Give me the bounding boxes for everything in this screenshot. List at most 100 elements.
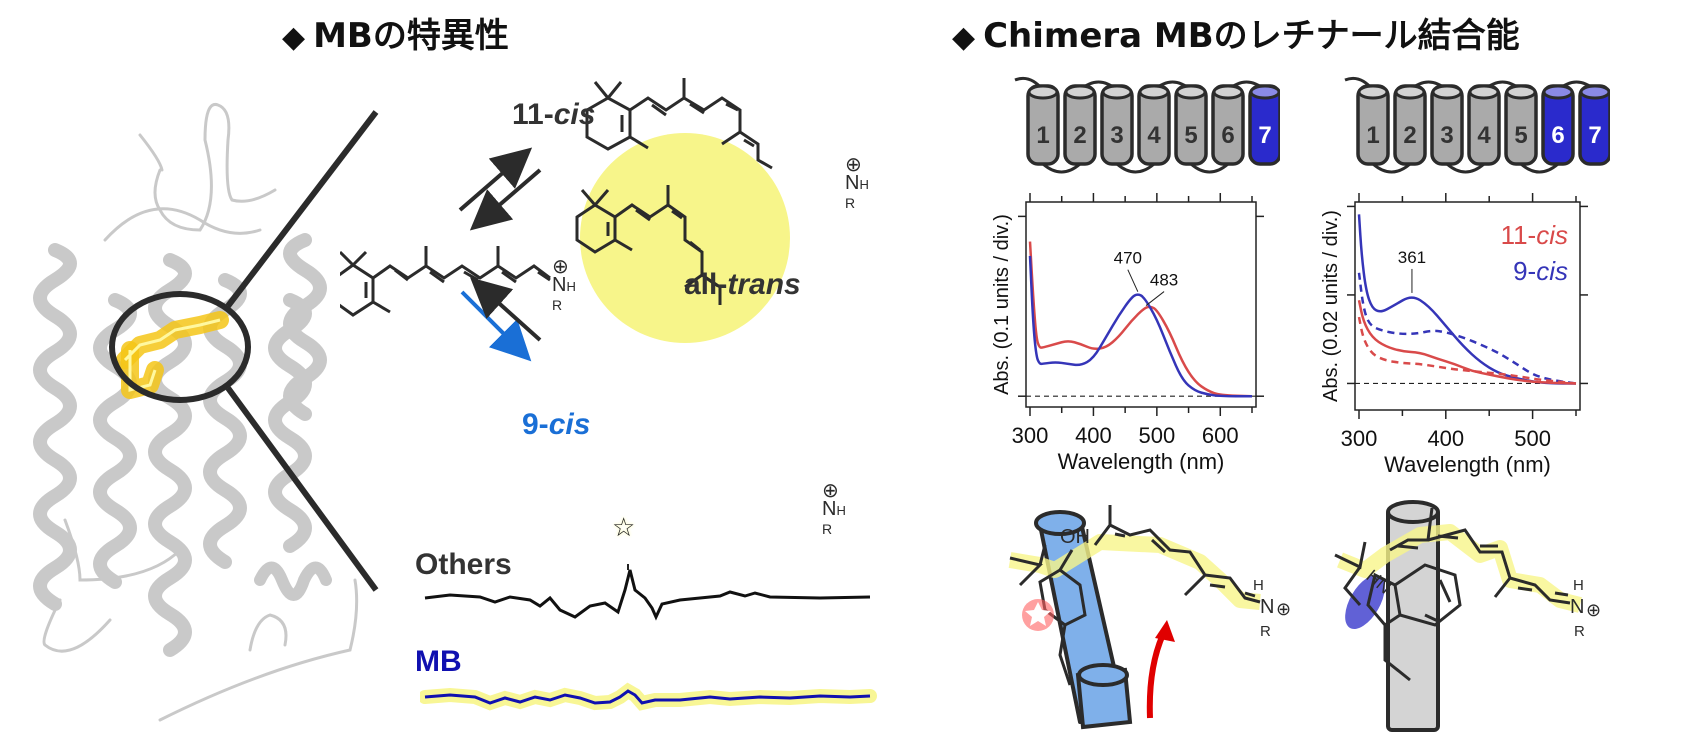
hydrogen-label: H [1573, 577, 1584, 594]
helix-7: 7 [1578, 84, 1610, 166]
arrow-11cis-to-alltrans [469, 168, 542, 231]
connector-line-bottom [225, 386, 379, 592]
positive-charge-icon: ⊕ [822, 480, 839, 502]
helix-number-label: 2 [1403, 122, 1416, 149]
helix-5: 5 [1504, 84, 1538, 166]
9-cis-structure [575, 185, 722, 305]
series-line-11-cis-solid [1357, 299, 1577, 385]
clash-star-icon [1025, 602, 1051, 626]
plot-frame [1025, 201, 1257, 408]
rotation-arrow-head-icon [1155, 620, 1175, 642]
helix-number-label: 1 [1366, 122, 1379, 149]
annotation-label: 470 [1114, 249, 1142, 268]
helix-loop-path [1014, 76, 1266, 174]
arrow-alltrans-to-11cis [458, 147, 533, 212]
r-group-label: R [822, 521, 833, 537]
diamond-bullet-icon: ◆ [282, 20, 306, 55]
r-group-label: R [845, 195, 856, 211]
annotation-leader [1145, 291, 1165, 306]
hydrogen-label: H [1253, 577, 1264, 594]
x-axis-label: Wavelength (nm) [1384, 452, 1551, 477]
binding-site-tryptophan: HN H N ⊕ R [1334, 500, 1601, 732]
label-9-cis: 9-cis [522, 408, 591, 441]
x-tick-label: 500 [1514, 426, 1551, 451]
r-group-label: R [552, 297, 563, 313]
x-tick-label: 300 [1341, 426, 1378, 451]
helix-number-label: 6 [1551, 122, 1564, 149]
diamond-bullet-icon: ◆ [952, 20, 976, 55]
helix-6: 6 [1541, 84, 1575, 166]
helix-number-label: 4 [1477, 122, 1491, 149]
binding-site-tyrosine: OH H N ⊕ R [1008, 505, 1291, 730]
x-tick-label: 500 [1138, 423, 1175, 448]
retinal-glow [1337, 524, 1582, 613]
nitrogen-label: N [822, 498, 837, 520]
rotation-arrow [1146, 628, 1168, 719]
positive-charge-icon: ⊕ [552, 256, 569, 278]
helix-number-label: 6 [1221, 122, 1234, 149]
schiff-base-9cis: ⊕ NH R [822, 480, 846, 538]
tryptophan-residue [1366, 563, 1462, 682]
helix-number-label: 3 [1440, 122, 1453, 149]
nitrogen-label: N [552, 274, 567, 296]
x-tick-label: 300 [1012, 423, 1049, 448]
arrow-9cis-to-alltrans [470, 277, 542, 342]
x-tick-label: 400 [1075, 423, 1112, 448]
series-line-red [1028, 241, 1253, 398]
left-panel-title: ◆MBの特異性 [282, 8, 509, 57]
hydroxyl-label: OH [1060, 526, 1090, 548]
helix-1: 1 [1356, 84, 1390, 166]
r-group-label: R [1574, 623, 1585, 640]
nitrogen-label: N [1260, 596, 1274, 618]
helix-number-label: 2 [1073, 122, 1086, 149]
star-marker-icon: ☆ [612, 512, 636, 542]
label-11-cis: 11-cis [512, 98, 596, 131]
helix-number-label: 5 [1514, 122, 1527, 149]
helix-2: 2 [1063, 84, 1097, 166]
series-line-11-cis-dashed [1357, 316, 1577, 385]
helix-4: 4 [1137, 84, 1171, 166]
series-line-blue [1028, 255, 1252, 398]
schiff-base-11cis: ⊕ NH R [845, 154, 869, 212]
others-trace-line [424, 569, 871, 621]
helix-number-label: 7 [1258, 122, 1271, 149]
helix-6: 6 [1211, 84, 1245, 166]
helix-number-label: 4 [1147, 122, 1161, 149]
interaction-ellipse [1345, 574, 1385, 630]
zoom-circle [109, 291, 251, 403]
helix-7: 7 [1248, 84, 1280, 166]
raman-traces [420, 564, 877, 711]
helix-number-label: 3 [1110, 122, 1123, 149]
hydrogen-label: H [836, 503, 846, 518]
positive-charge-icon: ⊕ [1276, 599, 1291, 619]
helix-loop-path [1344, 76, 1596, 174]
retinal-isomers-diagram [340, 78, 790, 362]
r-group-label: R [1260, 623, 1271, 640]
helix-number-label: 7 [1588, 122, 1601, 149]
x-tick-label: 600 [1202, 423, 1239, 448]
protein-structure [33, 102, 379, 722]
annotation-label: 361 [1398, 248, 1426, 267]
retinal-glow [1008, 534, 1261, 610]
hydrogen-label: H [859, 177, 869, 192]
helix-2: 2 [1393, 84, 1427, 166]
nitrogen-label: N [1570, 596, 1584, 618]
positive-charge-icon: ⊕ [845, 154, 862, 176]
label-all-trans: all-trans [684, 268, 801, 301]
tyrosine-residue [1038, 549, 1087, 686]
retinal-chain [1009, 505, 1261, 604]
others-label: Others [415, 548, 512, 581]
y-axis-label: Abs. (0.02 units / div.) [1320, 210, 1342, 402]
all-trans-structure [340, 246, 551, 317]
nitrogen-label: N [845, 172, 860, 194]
11-cis-structure [585, 78, 773, 170]
helix-4: 4 [1467, 84, 1501, 166]
series-line-9-cis-dashed [1357, 272, 1577, 385]
retinal-chain [1334, 507, 1571, 606]
x-axis-label: Wavelength (nm) [1058, 449, 1225, 474]
schiff-base-alltrans: ⊕ NH R [552, 256, 576, 314]
helix-3: 3 [1430, 84, 1464, 166]
